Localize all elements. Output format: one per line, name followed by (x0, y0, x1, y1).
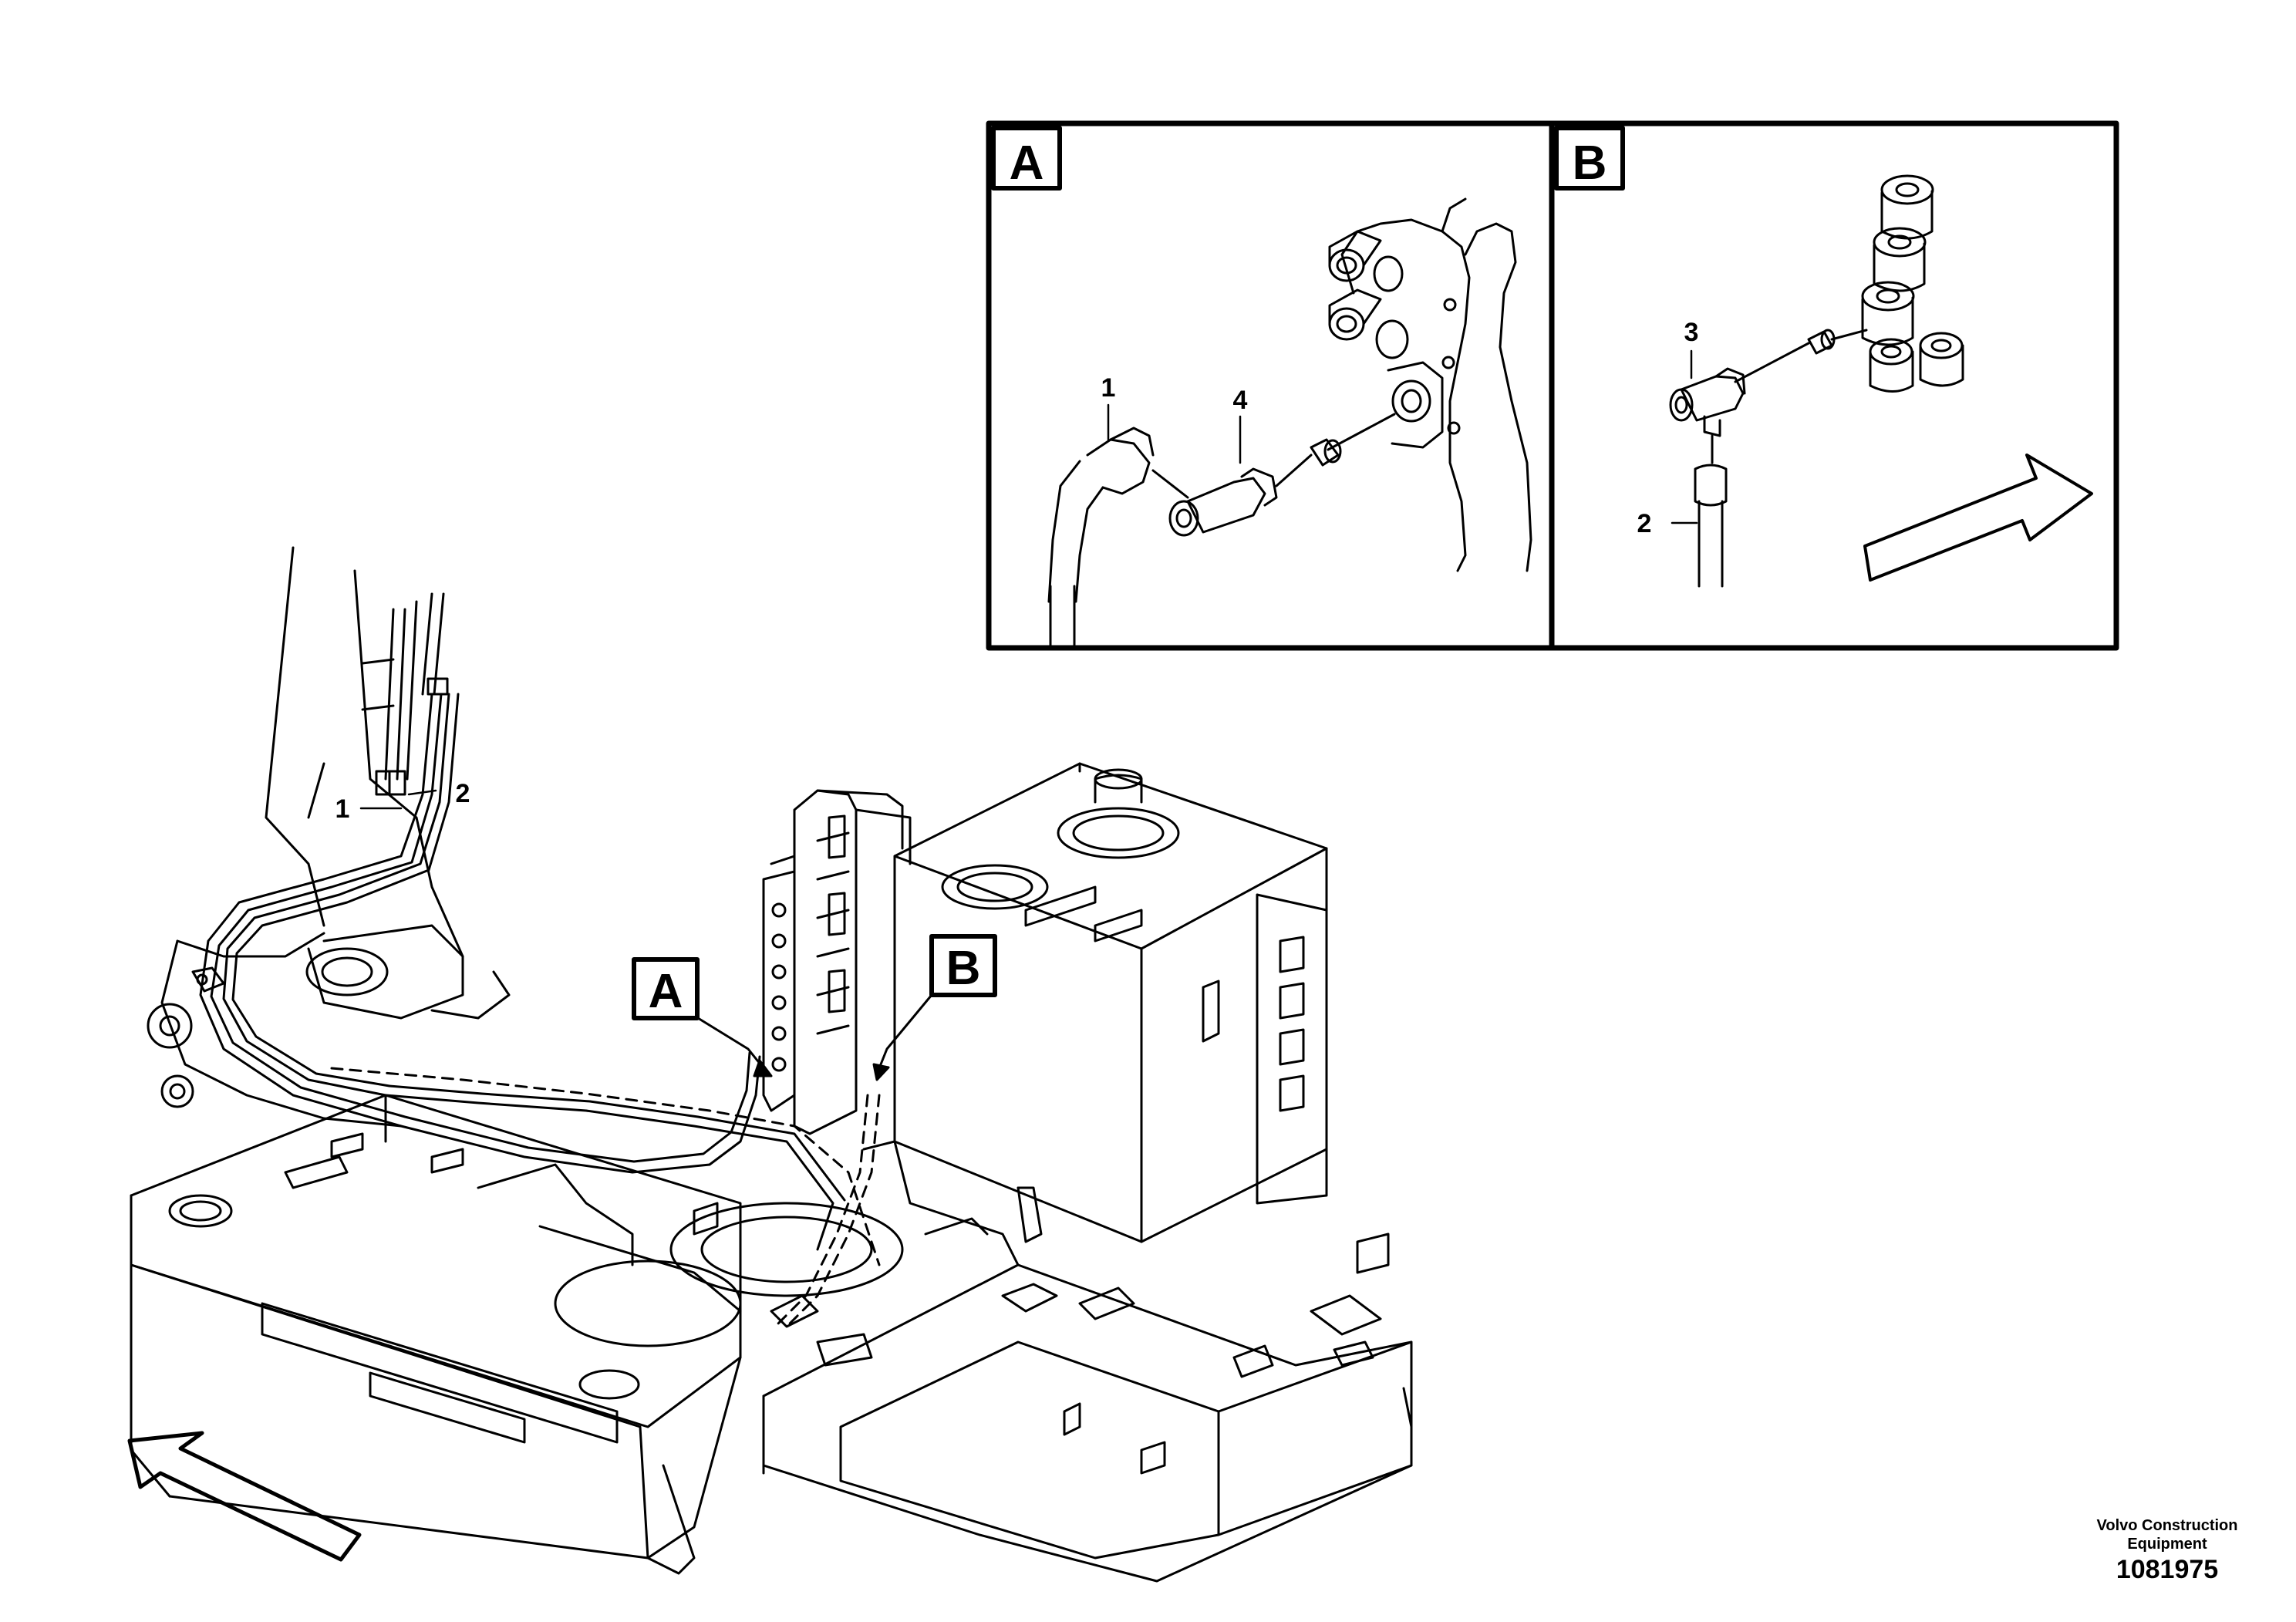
detail-a-adapter (1310, 413, 1396, 467)
detail-b-label: B (1573, 137, 1607, 190)
callout-leaders-main (359, 789, 437, 810)
publisher-line-2: Equipment (2127, 1536, 2207, 1553)
detail-a-elbow-fitting (1168, 454, 1313, 537)
main-hose-1 (199, 693, 761, 1174)
callout-main-1: 1 (335, 794, 350, 824)
callout-leaders-detail-b (1671, 349, 1698, 524)
callout-leaders-detail-a (1107, 403, 1242, 464)
detail-a-hose (1047, 427, 1189, 649)
hose-clamp (191, 966, 225, 993)
boom-and-arm (147, 546, 511, 1128)
callout-main-2: 2 (456, 779, 470, 808)
detail-marker-a-leader (696, 1017, 773, 1077)
callout-detail-a-1: 1 (1101, 373, 1116, 403)
detail-a-label: A (1010, 137, 1044, 190)
hydraulic-tank (893, 762, 1328, 1243)
main-hose-2 (222, 693, 846, 1251)
detail-marker-a-label: A (649, 965, 683, 1018)
detail-marker-b-leader (872, 993, 933, 1081)
slew-ring (554, 1202, 904, 1347)
callout-detail-a-4: 4 (1233, 386, 1248, 415)
boom-hydraulic-lines (361, 592, 449, 796)
drawing-number: 1081975 (2116, 1555, 2219, 1584)
lower-right-frame (762, 1233, 1413, 1583)
hose-dashed-routing (330, 1067, 881, 1328)
center-frame-section (477, 1140, 1043, 1367)
publisher-line-1: Volvo Construction (2096, 1517, 2238, 1534)
detail-b-adapter (1734, 329, 1868, 383)
detail-panels-frame (986, 120, 2119, 651)
detail-marker-b-box (929, 934, 997, 997)
publisher-credit: Volvo Construction Equipment (2052, 1516, 2283, 1553)
detail-b-direction-arrow (1863, 454, 2093, 582)
detail-a-label-box (991, 126, 1062, 191)
detail-b-hose (1694, 464, 1728, 588)
callout-detail-b-2: 2 (1637, 509, 1652, 538)
detail-a-valve-block (1328, 197, 1532, 572)
main-direction-arrow (127, 1431, 362, 1562)
detail-marker-b-label: B (946, 942, 981, 995)
detail-b-spacer-stack (1861, 174, 1964, 393)
callout-detail-b-3: 3 (1684, 318, 1699, 347)
detail-b-label-box (1554, 126, 1625, 191)
control-valve-bank (762, 789, 912, 1135)
detail-marker-a-box (632, 957, 700, 1020)
detail-b-tee-fitting (1669, 367, 1746, 464)
